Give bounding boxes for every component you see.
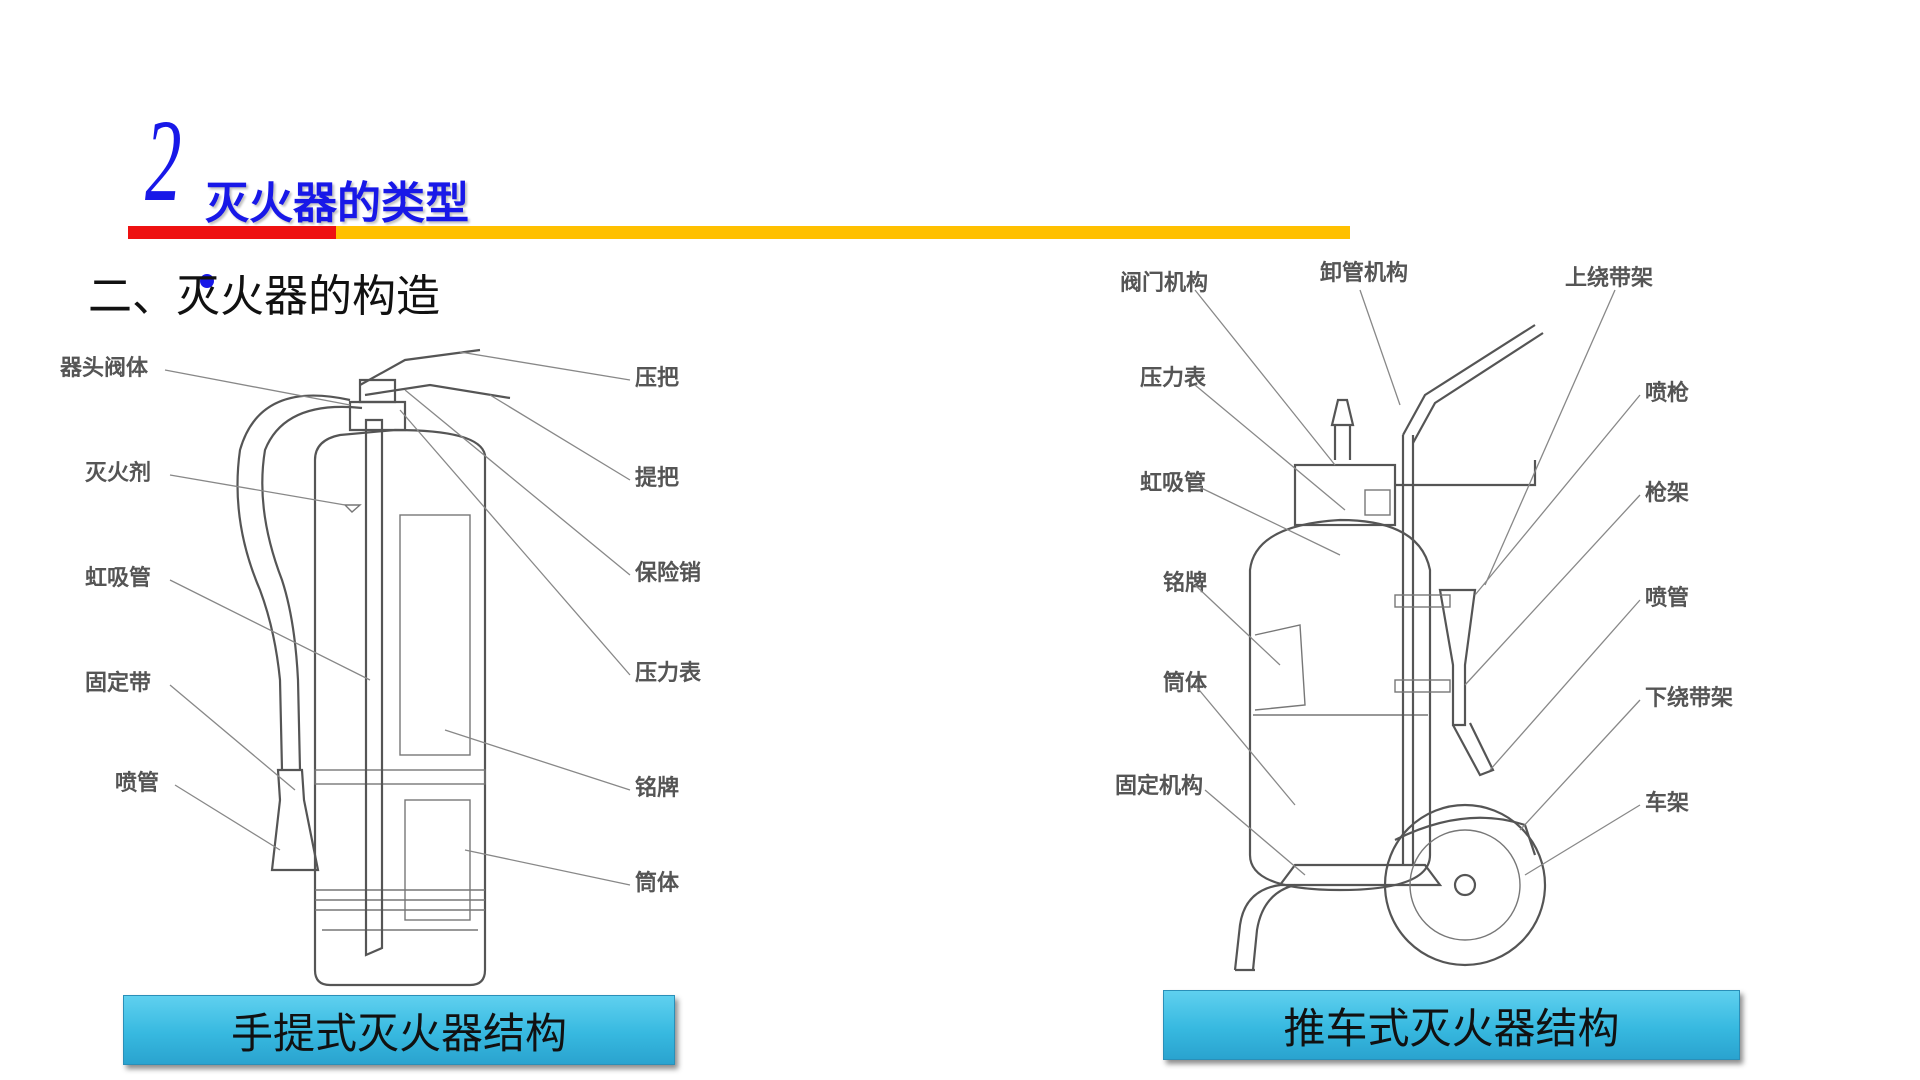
title-underline-gold xyxy=(336,226,1350,239)
label-body: 筒体 xyxy=(635,870,680,896)
hose xyxy=(236,394,351,771)
label-wheeled-nameplate: 铭牌 xyxy=(1163,570,1207,596)
label-safety-pin: 保险销 xyxy=(634,560,701,586)
label-fixing-mechanism: 固定机构 xyxy=(1115,773,1203,799)
title-text: 灭火器的类型 xyxy=(205,178,469,229)
label-agent: 灭火剂 xyxy=(85,460,151,486)
label-hose: 喷管 xyxy=(1645,585,1689,611)
label-nozzle: 喷管 xyxy=(115,770,159,796)
label-pressure-gauge: 压力表 xyxy=(635,660,702,686)
wheeled-nameplate xyxy=(1254,624,1306,711)
portable-caption: 手提式灭火器结构 xyxy=(123,995,675,1065)
label-spray-gun: 喷枪 xyxy=(1645,380,1689,406)
section-heading: 二、灭火器的构造 xyxy=(88,271,440,322)
portable-extinguisher-diagram: 器头阀体 灭火剂 虹吸管 固定带 喷管 压把 提把 保险销 压力表 铭牌 筒体 xyxy=(59,348,702,987)
title-number: 2 xyxy=(145,95,182,226)
label-upper-hose-rack: 上绕带架 xyxy=(1565,265,1653,291)
lower-hose-rack xyxy=(1394,816,1537,856)
wheeled-caption: 推车式灭火器结构 xyxy=(1163,990,1740,1060)
cart-frame xyxy=(1401,435,1415,865)
nozzle xyxy=(270,768,320,872)
fixing-mechanism xyxy=(1277,863,1443,887)
wheeled-extinguisher-diagram: 阀门机构 卸管机构 上绕带架 压力表 虹吸管 铭牌 筒体 固定机构 喷枪 枪架 … xyxy=(1115,260,1733,972)
fixing-strap xyxy=(314,769,486,785)
spray-gun xyxy=(1438,588,1477,727)
title-underline-red xyxy=(128,226,336,239)
portable-labels-left: 器头阀体 灭火剂 虹吸管 固定带 喷管 xyxy=(59,355,159,796)
label-hose-release: 卸管机构 xyxy=(1320,260,1408,286)
title-dot xyxy=(200,274,214,288)
label-wheeled-siphon: 虹吸管 xyxy=(1140,470,1206,496)
nameplate xyxy=(399,514,471,756)
wheeled-labels-right: 喷枪 枪架 喷管 下绕带架 车架 xyxy=(1645,380,1733,816)
label-press-lever: 压把 xyxy=(635,365,679,391)
valve-box xyxy=(1293,463,1397,527)
label-valve-mechanism: 阀门机构 xyxy=(1120,270,1208,296)
label-cart-frame: 车架 xyxy=(1645,790,1689,816)
label-carry-handle: 提把 xyxy=(635,465,679,491)
carry-handle xyxy=(364,383,511,400)
portable-labels-right: 压把 提把 保险销 压力表 铭牌 筒体 xyxy=(634,365,702,896)
press-lever xyxy=(359,348,481,386)
wheeled-leader-lines xyxy=(1194,289,1641,876)
label-siphon: 虹吸管 xyxy=(85,565,151,591)
label-wheeled-gauge: 压力表 xyxy=(1140,365,1207,391)
label-gun-rack: 枪架 xyxy=(1645,480,1689,506)
label-lower-hose-rack: 下绕带架 xyxy=(1645,685,1733,711)
portable-leader-lines xyxy=(164,351,631,886)
label-valve-body: 器头阀体 xyxy=(59,355,149,381)
wheeled-labels-top: 阀门机构 卸管机构 上绕带架 xyxy=(1120,260,1653,296)
siphon-tube xyxy=(364,418,384,957)
wheeled-labels-left: 压力表 虹吸管 铭牌 筒体 固定机构 xyxy=(1115,365,1208,799)
upper-hose-rack xyxy=(1395,460,1537,487)
label-nameplate: 铭牌 xyxy=(635,775,679,801)
wheel xyxy=(1383,803,1547,967)
label-strap: 固定带 xyxy=(85,670,151,696)
valve-head xyxy=(348,400,407,432)
